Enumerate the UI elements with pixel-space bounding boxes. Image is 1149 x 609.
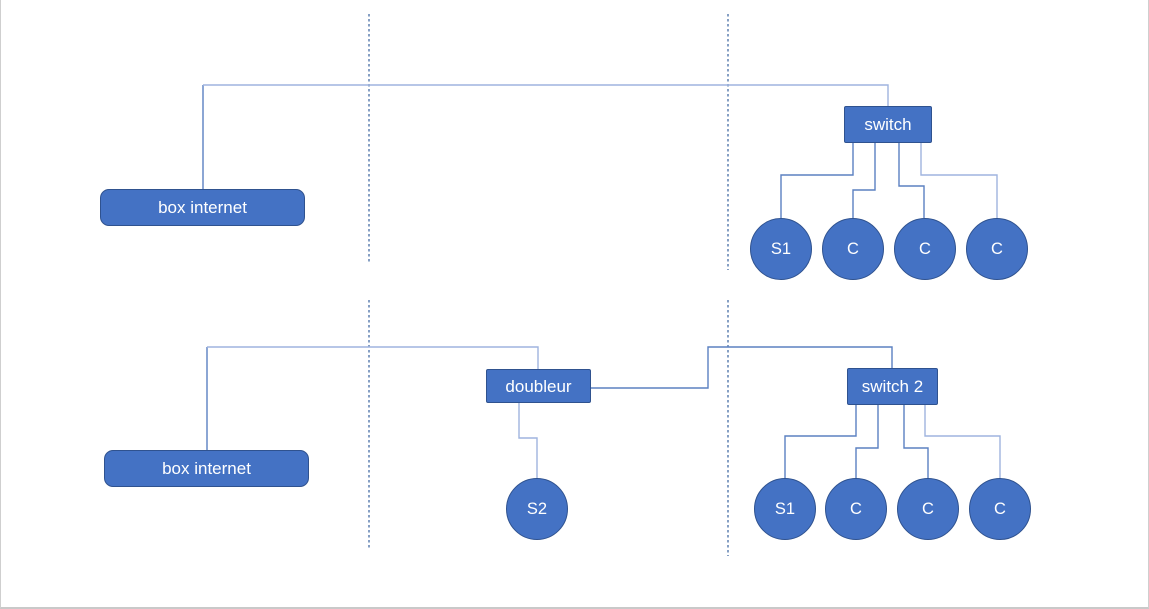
- connector-switch-to-c2: [898, 143, 925, 218]
- connector-switch2-to-c3: [924, 404, 1001, 478]
- terminal-c2-top: C: [894, 218, 956, 280]
- connector-switch-to-c1: [852, 143, 876, 218]
- connector-box1-to-switch: [203, 84, 889, 106]
- connector-switch-to-c3: [920, 143, 998, 218]
- connector-doubleur-to-switch2: [591, 346, 893, 389]
- terminal-c3-bottom: C: [969, 478, 1031, 540]
- box-internet-node-bottom: box internet: [104, 450, 309, 487]
- doubleur-node: doubleur: [486, 369, 591, 403]
- switch-node: switch: [844, 106, 932, 143]
- connector-switch2-to-s1: [784, 404, 857, 478]
- connector-switch2-to-c2: [903, 404, 929, 478]
- box-internet-node-top: box internet: [100, 189, 305, 226]
- connector-box2-to-doubleur: [207, 346, 539, 369]
- terminal-c2-bottom: C: [897, 478, 959, 540]
- terminal-s1-top: S1: [750, 218, 812, 280]
- terminal-s2: S2: [506, 478, 568, 540]
- connector-switch2-to-c1: [855, 404, 879, 478]
- connector-switch-to-s1: [780, 143, 854, 218]
- terminal-c1-bottom: C: [825, 478, 887, 540]
- switch2-node: switch 2: [847, 368, 938, 405]
- terminal-s1-bottom: S1: [754, 478, 816, 540]
- terminal-c1-top: C: [822, 218, 884, 280]
- connector-doubleur-to-s2: [518, 402, 538, 478]
- terminal-c3-top: C: [966, 218, 1028, 280]
